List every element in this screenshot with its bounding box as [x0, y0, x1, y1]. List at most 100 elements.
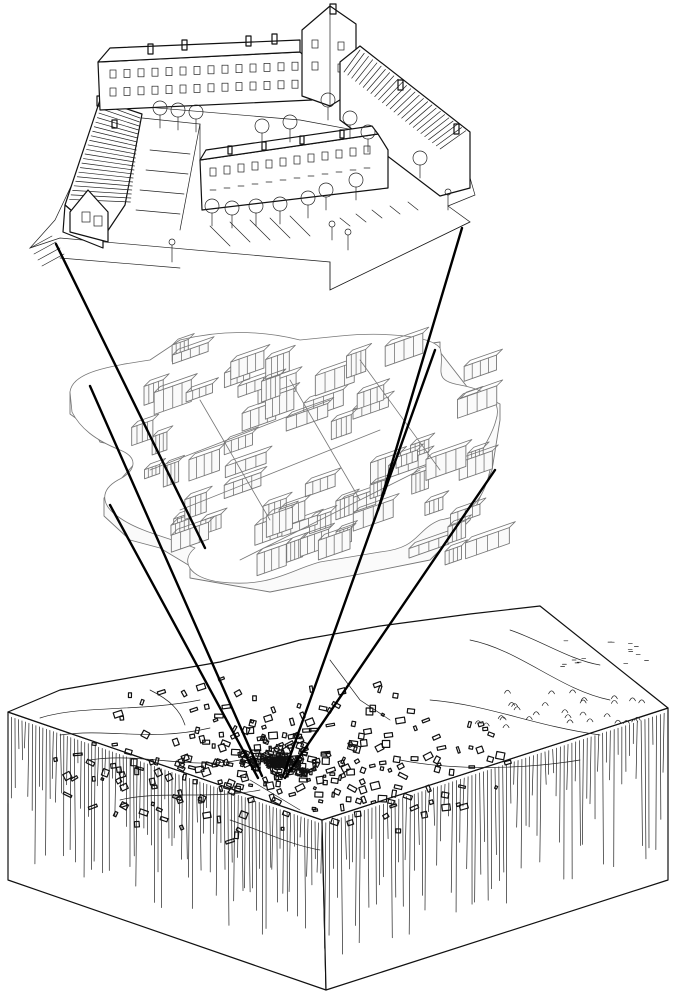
settlement-building: [218, 731, 225, 738]
settlement-building: [281, 810, 291, 818]
settlement-building: [432, 755, 442, 765]
settlement-building: [263, 780, 267, 787]
settlement-building: [223, 781, 233, 791]
settlement-building: [295, 741, 305, 751]
settlement-building: [200, 766, 212, 778]
settlement-building: [369, 780, 381, 791]
settlement-building: [365, 707, 374, 716]
settlement-building: [393, 784, 403, 791]
settlement-building: [85, 758, 96, 767]
settlement-building: [133, 820, 141, 828]
settlement-building: [114, 777, 123, 785]
settlement-building: [217, 779, 224, 785]
district-block: [424, 490, 450, 517]
settlement-building: [353, 810, 362, 818]
district-block: [457, 379, 504, 419]
settlement-building: [321, 757, 330, 766]
settlement-building: [305, 777, 312, 783]
settlement-building: [182, 773, 187, 781]
steps-lower-left: [29, 235, 181, 269]
district-block: [281, 508, 324, 537]
settlement-building: [252, 695, 257, 702]
settlement-building: [288, 717, 296, 727]
settlement-building: [346, 768, 356, 776]
settlement-building: [394, 716, 406, 725]
settlement-building: [270, 706, 277, 714]
settlement-building: [378, 760, 387, 766]
settlement-building: [159, 815, 169, 823]
settlement-building: [322, 779, 328, 786]
settlement-building: [140, 729, 151, 740]
projection-lines: [54, 226, 497, 780]
settlement-building: [487, 731, 496, 738]
settlement-building: [302, 728, 312, 733]
settlement-building: [124, 748, 133, 756]
settlement-building: [391, 789, 398, 798]
settlement-building: [468, 765, 476, 769]
settlement-building: [494, 750, 506, 761]
settlement-building: [197, 796, 203, 804]
settlement-building: [312, 808, 319, 813]
settlement-building: [148, 759, 155, 766]
district-block: [265, 500, 299, 538]
district-block: [463, 348, 503, 382]
settlement-building: [353, 758, 361, 765]
settlement-building: [189, 733, 196, 740]
settlement-building: [494, 785, 499, 790]
settlement-building: [402, 792, 414, 801]
settlement-building: [304, 717, 316, 728]
settlement-building: [247, 796, 255, 804]
settlement-building: [420, 810, 429, 819]
projection-line-top-left: [54, 242, 207, 550]
settlement-building: [177, 789, 183, 797]
district-block: [444, 539, 468, 566]
settlement-building: [273, 760, 279, 769]
settlement-building: [135, 765, 145, 772]
settlement-building: [178, 824, 185, 831]
settlement-building: [176, 764, 186, 773]
settlement-building: [234, 785, 241, 793]
settlement-building: [236, 769, 248, 779]
settlement-building: [294, 782, 306, 793]
settlement-building: [192, 778, 198, 785]
settlement-building: [87, 803, 98, 811]
district-block: [465, 521, 516, 560]
settlement-building: [171, 793, 183, 802]
settlement-building: [392, 755, 401, 764]
settlement-building: [225, 778, 236, 789]
settlement-building: [337, 759, 346, 768]
district-block: [330, 408, 358, 441]
settlement-building: [261, 724, 267, 730]
settlement-building: [203, 703, 210, 711]
settlement-building: [138, 808, 149, 817]
settlement-building: [195, 682, 207, 692]
settlement-building: [148, 777, 156, 786]
settlement-building: [315, 775, 325, 785]
settlement-building: [205, 761, 214, 767]
settlement-building: [70, 775, 79, 782]
settlement-building: [348, 739, 359, 746]
settlement-building: [409, 804, 420, 812]
settlement-building: [392, 692, 399, 699]
settlement-building: [180, 753, 190, 762]
settlement-building: [194, 726, 201, 735]
settlement-building: [267, 731, 279, 740]
settlement-building: [314, 791, 324, 798]
settlement-building: [330, 817, 340, 827]
settlement-building: [263, 713, 274, 723]
settlement-building: [109, 762, 117, 769]
settlement-building: [233, 689, 243, 698]
settlement-building: [421, 717, 431, 724]
settlement-building: [436, 744, 447, 751]
settlement-building: [156, 689, 167, 696]
settlement-building: [311, 759, 317, 768]
settlement-building: [296, 702, 302, 709]
settlement-building: [187, 764, 197, 771]
parking-bays: [209, 201, 471, 291]
settlement-building: [268, 793, 276, 803]
settlement-building: [211, 743, 216, 749]
settlement-building: [72, 752, 83, 757]
settlement-building: [410, 755, 419, 762]
settlement-building: [381, 739, 391, 749]
settlement-building: [330, 777, 339, 784]
